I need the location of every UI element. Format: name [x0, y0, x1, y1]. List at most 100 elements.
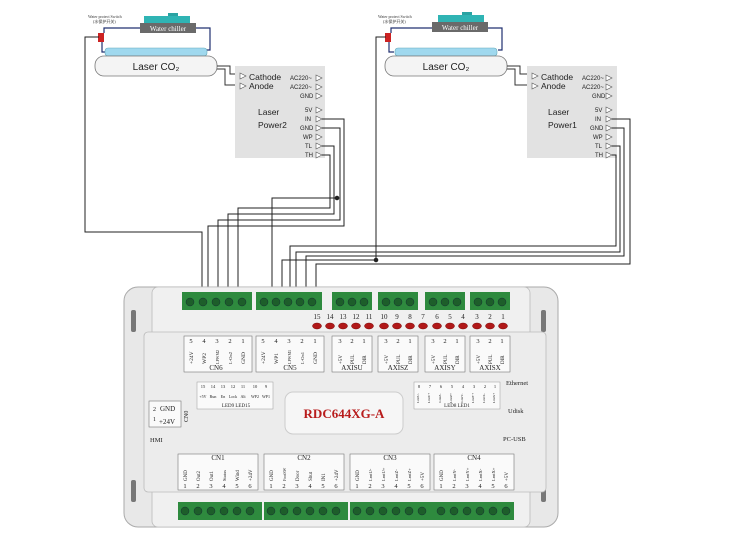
cn1-pin-1: 1	[183, 483, 186, 490]
cn6-sig-lon2: L-On2	[228, 352, 233, 364]
led-right-num-6: 6	[440, 384, 443, 389]
left-water-switch-label: Water protect Switch	[88, 14, 122, 19]
cn6-pin-4: 4	[202, 338, 206, 345]
left-laser-power-box	[235, 66, 325, 158]
led-left-sig-wp1: WP1	[262, 394, 270, 399]
left-chiller-body	[140, 23, 196, 33]
led-number-12: 12	[353, 313, 361, 321]
cn0-label: CN0	[184, 411, 190, 422]
cn6-sig-gnd: GND	[241, 352, 247, 364]
led-number-7: 7	[421, 313, 425, 321]
signal-wiring	[84, 36, 631, 292]
cn1-sig-out2: Out2	[197, 471, 202, 482]
cn2-pin-5: 5	[321, 483, 324, 490]
cn2-pin-6: 6	[334, 483, 338, 490]
left-chiller-top	[144, 16, 190, 24]
cn3-connector: CN3 GND LmtU- LmtU+ LmtZ- LmtZ+ +5V 1 2 …	[349, 453, 431, 491]
left-ac-terminal-2: AC220~	[290, 85, 312, 91]
right-ac-terminal-1: AC220~	[582, 76, 604, 82]
cn6-pin-3: 3	[215, 338, 218, 345]
right-signal-gnd: GND	[590, 126, 604, 132]
cn5-sig-lpwm1: LPWM1	[287, 350, 292, 364]
left-laser-tube-label: Laser CO₂	[133, 62, 180, 73]
power-gnd-label: GND	[160, 405, 175, 413]
right-ac-terminal-2: AC220~	[582, 85, 604, 91]
udisk-label: Udisk	[508, 408, 524, 415]
cn1-pin-3: 3	[209, 483, 212, 490]
cn2-sig-footsw: FootSW	[282, 467, 287, 481]
ethernet-label: Ethernet	[506, 380, 528, 387]
axisx-sig-pul: PUL	[489, 355, 494, 364]
axisx-pin-3: 3	[476, 338, 479, 345]
axisz-pin-3: 3	[384, 338, 387, 345]
axisy-pin-1: 1	[455, 338, 458, 345]
led-left-num-12: 12	[231, 384, 236, 389]
cn4-sig-lmtx-minus: LmtX-	[478, 468, 483, 481]
led-number-14: 14	[327, 313, 335, 321]
right-cathode-label: Cathode	[541, 72, 573, 82]
left-water-switch	[98, 33, 104, 42]
cn5-sig-wp1: WP1	[274, 353, 280, 364]
cn1-sig-gnd: GND	[184, 470, 189, 481]
right-laser-unit: Water protect Switch (水保护开关) Water chill…	[378, 12, 617, 159]
led-left-label: LED9 LED15	[222, 404, 251, 409]
cn3-pin-5: 5	[407, 483, 410, 490]
cn5-label: CN5	[283, 364, 297, 372]
led-left-sig-run: Run	[210, 394, 217, 399]
left-signal-5v: 5V	[305, 108, 312, 114]
cn1-sig-wind: Wind	[236, 470, 241, 481]
right-power-name-line2: Power1	[548, 120, 577, 130]
axisu-pin-2: 2	[350, 338, 353, 345]
cn4-pin-4: 4	[478, 483, 482, 490]
axisx-sig-5v: +5V	[477, 355, 482, 364]
cn2-label: CN2	[297, 454, 311, 462]
cn6-label: CN6	[209, 364, 223, 372]
led-right-num-1: 1	[494, 384, 496, 389]
led-right-sig-lmtz-plus: LmtZ+	[449, 393, 453, 403]
cn3-sig-5v: +5V	[421, 472, 426, 481]
cn3-pin-1: 1	[355, 483, 358, 490]
axisu-label: AXISU	[341, 364, 362, 372]
axisy-pin-2: 2	[443, 338, 446, 345]
cn6-sig-wp2: WP2	[202, 353, 208, 364]
cn5-pin-5: 5	[261, 338, 264, 345]
cn5-pin-3: 3	[287, 338, 290, 345]
led-left-sig-lock: Lock	[229, 394, 237, 399]
axisz-pin-2: 2	[396, 338, 399, 345]
axisy-sig-pul: PUL	[444, 355, 449, 364]
led-left-num-11: 11	[241, 384, 245, 389]
cn6-pin-5: 5	[189, 338, 192, 345]
right-water-switch-cn: (水保护开关)	[383, 18, 406, 24]
right-chiller-fitting	[462, 12, 472, 17]
axisx-connector: 3 2 1 +5V PUL DIR AXISX	[469, 335, 511, 373]
cn3-sig-lmtz-plus: LmtZ+	[407, 468, 412, 481]
led-left-num-14: 14	[211, 384, 216, 389]
bottom-terminal-screws	[180, 506, 511, 516]
right-signal-in: IN	[595, 117, 601, 123]
axisu-connector: 3 2 1 +5V PUL DIR AXISU	[331, 335, 373, 373]
left-laser-unit: Water protect Switch (水保护开关) Water chill…	[88, 13, 325, 159]
cn4-pin-6: 6	[504, 483, 508, 490]
led-right-sig-lmtu-plus: LmtU+	[427, 393, 431, 403]
power-pin-2: 2	[153, 407, 156, 413]
axisx-label: AXISX	[479, 364, 500, 372]
model-name: RDC644XG-A	[304, 406, 385, 421]
axisz-sig-dir: DIR	[409, 355, 414, 364]
left-tube-water-jacket	[104, 47, 208, 57]
cn1-pin-2: 2	[196, 483, 199, 490]
cn6-sig-lpwm2: LPWM2	[215, 350, 220, 364]
led-left-num-13: 13	[221, 384, 226, 389]
power-input-connector: 2 1 GND +24V CN0	[148, 400, 190, 428]
cn3-sig-gnd: GND	[356, 470, 361, 481]
axisu-pin-3: 3	[338, 338, 341, 345]
led-left-sig-alt: Alt	[240, 394, 246, 399]
led-right-num-8: 8	[418, 384, 421, 389]
axisy-pin-3: 3	[431, 338, 434, 345]
led-right-sig-lmtx-minus: LmtX-	[482, 392, 486, 402]
axisx-sig-dir: DIR	[501, 355, 506, 364]
left-signal-gnd: GND	[300, 126, 314, 132]
led-right-sig-lmtu-minus: LmtU-	[416, 392, 420, 402]
left-water-switch-cn: (水保护开关)	[93, 18, 116, 24]
cn1-pin-5: 5	[235, 483, 238, 490]
cn6-pin-2: 2	[228, 338, 231, 345]
